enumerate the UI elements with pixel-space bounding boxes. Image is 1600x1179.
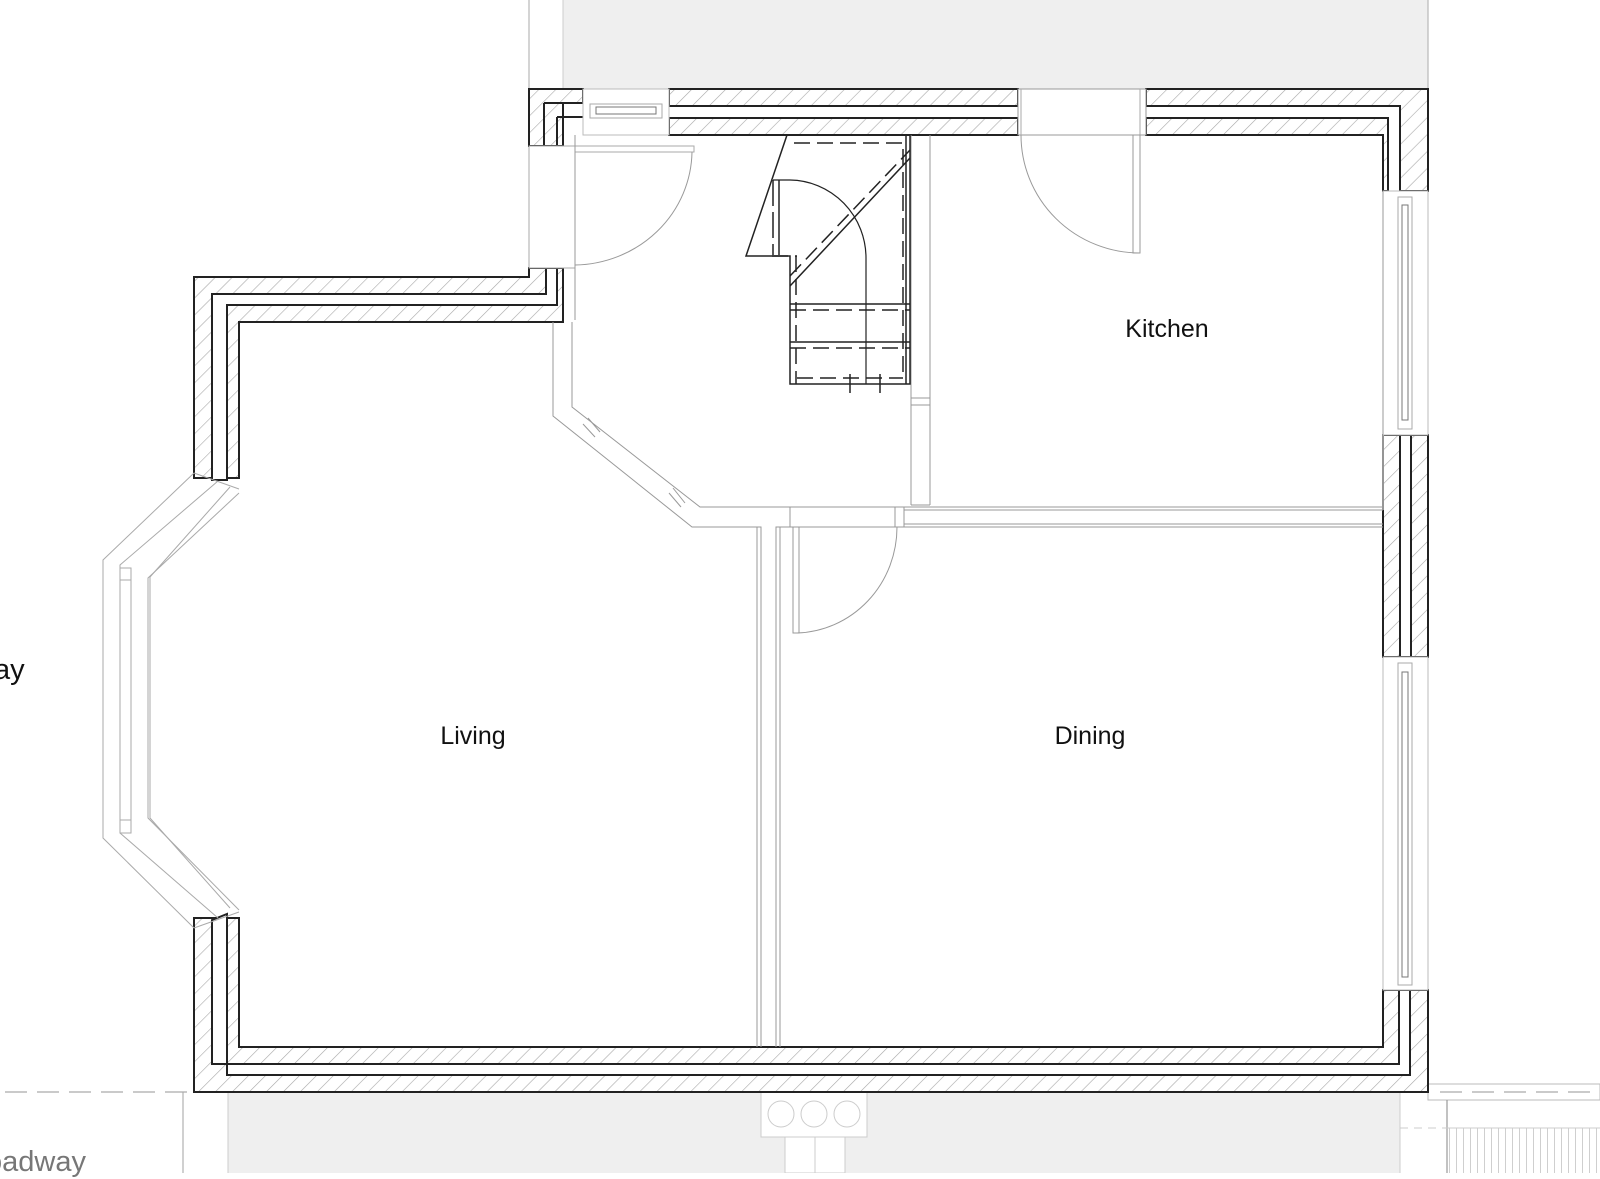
room-label-kitchen: Kitchen xyxy=(1125,315,1209,343)
exterior-walls xyxy=(193,88,1429,1093)
road-label-bottom: oadway xyxy=(0,1146,86,1178)
site-context xyxy=(5,0,1600,1173)
kitchen-back-door xyxy=(1017,88,1147,254)
internal-walls xyxy=(552,135,1383,1047)
dining-door xyxy=(789,506,905,634)
stair xyxy=(744,134,911,393)
road-label-left: ay xyxy=(0,654,25,686)
meter-box xyxy=(760,1091,868,1173)
dining-side-window xyxy=(1382,656,1429,991)
kitchen-side-window xyxy=(1382,190,1429,510)
entrance-door xyxy=(528,135,695,320)
living-bay-window xyxy=(102,472,240,929)
room-label-living: Living xyxy=(440,722,506,750)
top-window xyxy=(582,88,670,136)
room-label-dining: Dining xyxy=(1054,722,1126,750)
neighbour-yard-top xyxy=(563,0,1428,89)
neighbour-deck xyxy=(1447,1128,1600,1173)
